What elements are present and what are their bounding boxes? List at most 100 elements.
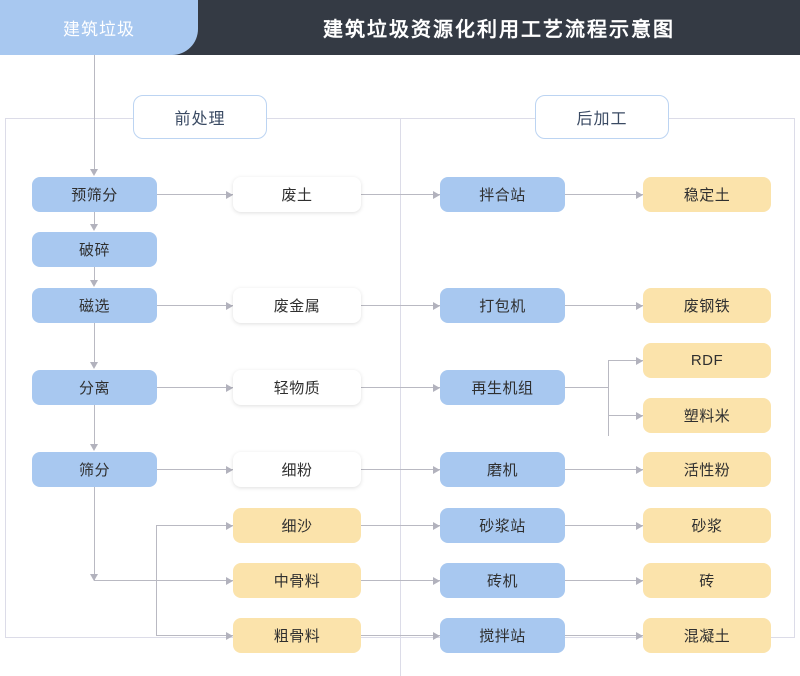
- arrowhead-screen-to-fine-powder: [226, 466, 233, 474]
- node-screening[interactable]: 筛分: [32, 452, 157, 487]
- node-brick-machine[interactable]: 砖机: [440, 563, 565, 598]
- connector-bracket-to-coarse-aggregate: [156, 635, 233, 636]
- node-stabilized-soil[interactable]: 稳定土: [643, 177, 771, 212]
- arrowhead-coarse-aggregate-to-concrete-station: [433, 632, 440, 640]
- node-crusher-label: 破碎: [78, 242, 110, 259]
- arrowhead-mixing-station-to-stabilized-soil: [636, 191, 643, 199]
- connector-mill-to-active-powder: [565, 469, 643, 470]
- node-waste-metal[interactable]: 废金属: [233, 288, 361, 323]
- connector-concrete-station-to-concrete: [565, 635, 643, 636]
- node-fine-sand-label: 细沙: [281, 518, 313, 535]
- node-fine-sand[interactable]: 细沙: [233, 508, 361, 543]
- node-mill[interactable]: 磨机: [440, 452, 565, 487]
- connector-regen-unit-stem: [565, 387, 609, 388]
- node-mill-label: 磨机: [486, 462, 518, 479]
- connector-screen-down-bus: [94, 487, 95, 581]
- connector-separate-to-screen: [94, 405, 95, 445]
- connector-fine-sand-to-mortar-station: [361, 525, 440, 526]
- diagram-frame-right-edge: [794, 118, 795, 638]
- stage-divider: [400, 118, 401, 676]
- connector-fine-powder-to-mill: [361, 469, 440, 470]
- node-concrete[interactable]: 混凝土: [643, 618, 771, 653]
- arrowhead-medium-aggregate-to-brick-machine: [433, 577, 440, 585]
- arrowhead-bus-to-medium-aggregate: [226, 577, 233, 585]
- node-brick[interactable]: 砖: [643, 563, 771, 598]
- diagram-title-text: 建筑垃圾资源化利用工艺流程示意图: [323, 19, 675, 41]
- node-prescreen[interactable]: 预筛分: [32, 177, 157, 212]
- node-coarse-aggregate-label: 粗骨料: [273, 628, 321, 645]
- node-baler-label: 打包机: [479, 298, 526, 315]
- connector-magnetic-to-waste-metal: [157, 305, 233, 306]
- connector-bracket-to-fine-sand: [156, 525, 233, 526]
- node-baler[interactable]: 打包机: [440, 288, 565, 323]
- node-regeneration-unit-label: 再生机组: [471, 380, 534, 397]
- arrowhead-crush-to-magnetic: [90, 280, 98, 287]
- node-waste-soil[interactable]: 废土: [233, 177, 361, 212]
- node-medium-aggregate[interactable]: 中骨料: [233, 563, 361, 598]
- connector-waste-metal-to-baler: [361, 305, 440, 306]
- arrowhead-light-material-to-regen-unit: [433, 384, 440, 392]
- arrowhead-screen-down-bus: [90, 574, 98, 581]
- node-active-powder-label: 活性粉: [683, 462, 731, 479]
- arrowhead-source-to-prescreen: [90, 169, 98, 176]
- node-mortar[interactable]: 砂浆: [643, 508, 771, 543]
- arrowhead-mill-to-active-powder: [636, 466, 643, 474]
- arrowhead-brick-machine-to-brick: [636, 577, 643, 585]
- source-tab[interactable]: 建筑垃圾: [0, 0, 198, 55]
- connector-source-to-prescreen: [94, 55, 95, 170]
- connector-aggregate-bracket: [156, 525, 157, 636]
- node-separation[interactable]: 分离: [32, 370, 157, 405]
- source-tab-label: 建筑垃圾: [63, 20, 135, 39]
- node-light-material[interactable]: 轻物质: [233, 370, 361, 405]
- connector-bus-to-medium-aggregate: [94, 580, 233, 581]
- node-separation-label: 分离: [78, 380, 110, 397]
- node-rdf-label: RDF: [690, 352, 724, 369]
- node-light-material-label: 轻物质: [273, 380, 321, 397]
- arrowhead-mortar-station-to-mortar: [636, 522, 643, 530]
- arrowhead-bracket-to-coarse-aggregate: [226, 632, 233, 640]
- stage-label-postprocessing: 后加工: [535, 95, 669, 139]
- arrowhead-fine-sand-to-mortar-station: [433, 522, 440, 530]
- node-crusher[interactable]: 破碎: [32, 232, 157, 267]
- connector-waste-soil-to-mixing-station: [361, 194, 440, 195]
- node-mixing-station[interactable]: 拌合站: [440, 177, 565, 212]
- node-active-powder[interactable]: 活性粉: [643, 452, 771, 487]
- node-regeneration-unit[interactable]: 再生机组: [440, 370, 565, 405]
- arrowhead-waste-soil-to-mixing-station: [433, 191, 440, 199]
- connector-mixing-station-to-stabilized-soil: [565, 194, 643, 195]
- node-medium-aggregate-label: 中骨料: [273, 573, 321, 590]
- arrowhead-waste-metal-to-baler: [433, 302, 440, 310]
- node-magnetic-separation[interactable]: 磁选: [32, 288, 157, 323]
- connector-crush-to-magnetic: [94, 267, 95, 281]
- arrowhead-fine-powder-to-mill: [433, 466, 440, 474]
- diagram-title: 建筑垃圾资源化利用工艺流程示意图: [198, 0, 800, 55]
- arrowhead-prescreen-to-crush: [90, 224, 98, 231]
- connector-regen-unit-bracket: [608, 360, 609, 436]
- connector-regen-unit-to-plastic-pellets: [608, 415, 643, 416]
- node-concrete-mixing-station[interactable]: 搅拌站: [440, 618, 565, 653]
- node-rdf[interactable]: RDF: [643, 343, 771, 378]
- connector-magnetic-to-separate: [94, 323, 95, 363]
- connector-separate-to-light-material: [157, 387, 233, 388]
- node-magnetic-separation-label: 磁选: [78, 298, 110, 315]
- stage-label-pretreatment-text: 前处理: [174, 111, 226, 128]
- node-plastic-pellets-label: 塑料米: [683, 408, 731, 425]
- node-scrap-steel[interactable]: 废钢铁: [643, 288, 771, 323]
- node-scrap-steel-label: 废钢铁: [683, 298, 731, 315]
- node-plastic-pellets[interactable]: 塑料米: [643, 398, 771, 433]
- node-mortar-label: 砂浆: [691, 518, 723, 535]
- arrowhead-baler-to-scrap-steel: [636, 302, 643, 310]
- node-fine-powder[interactable]: 细粉: [233, 452, 361, 487]
- connector-prescreen-to-crush: [94, 212, 95, 226]
- node-mortar-station[interactable]: 砂浆站: [440, 508, 565, 543]
- node-waste-soil-label: 废土: [281, 187, 313, 204]
- node-mixing-station-label: 拌合站: [479, 187, 526, 204]
- node-coarse-aggregate[interactable]: 粗骨料: [233, 618, 361, 653]
- connector-light-material-to-regen-unit: [361, 387, 440, 388]
- node-fine-powder-label: 细粉: [281, 462, 313, 479]
- node-brick-machine-label: 砖机: [486, 573, 518, 590]
- node-prescreen-label: 预筛分: [71, 187, 118, 204]
- node-mortar-station-label: 砂浆站: [479, 518, 526, 535]
- stage-label-postprocessing-text: 后加工: [576, 111, 628, 128]
